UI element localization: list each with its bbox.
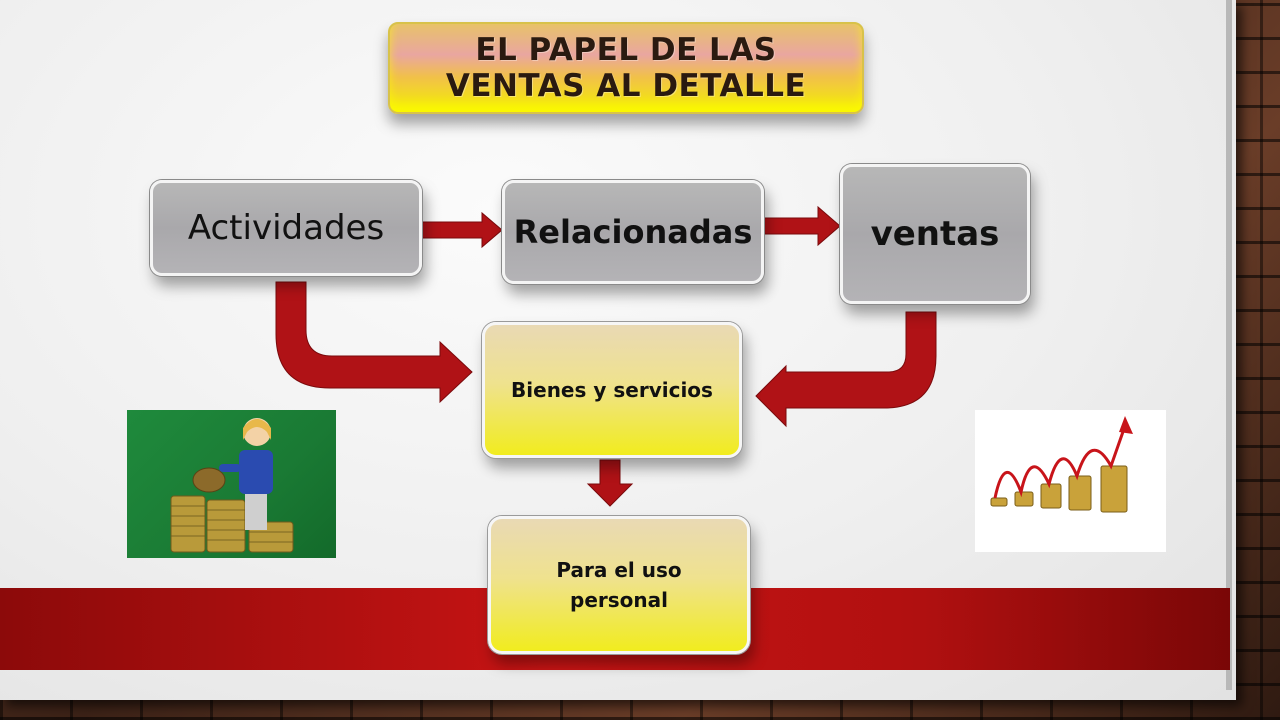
box-actividades: Actividades [150, 180, 422, 276]
coin-figure-photo [127, 410, 336, 558]
title-line-1: EL PAPEL DE LAS [475, 32, 777, 68]
box-relacionadas-label: Relacionadas [513, 213, 753, 251]
arrow-actividades-to-bienes [275, 281, 473, 404]
box-para-el-uso-personal: Para el uso personal [488, 516, 750, 654]
arrow-relacionadas-to-ventas [763, 205, 841, 247]
coin-figure-illustration [170, 418, 294, 553]
arrow-bienes-to-uso [586, 459, 634, 507]
slide-edge [1226, 0, 1232, 690]
box-bienes-y-servicios: Bienes y servicios [482, 322, 742, 458]
box-bienes-label: Bienes y servicios [511, 378, 713, 402]
title-line-2: VENTAS AL DETALLE [445, 68, 807, 104]
arrow-actividades-to-relacionadas [419, 211, 503, 249]
title-banner: EL PAPEL DE LAS VENTAS AL DETALLE [388, 22, 864, 114]
box-uso-line-1: Para el uso [556, 558, 682, 582]
box-relacionadas: Relacionadas [502, 180, 764, 284]
arrow-ventas-to-bienes [755, 311, 937, 428]
box-ventas-label: ventas [870, 214, 1000, 254]
rising-coins-chart-photo [975, 410, 1166, 552]
slide-title: EL PAPEL DE LAS VENTAS AL DETALLE [446, 32, 806, 104]
box-actividades-label: Actividades [187, 208, 385, 248]
box-ventas: ventas [840, 164, 1030, 304]
rising-coins-illustration [990, 416, 1133, 513]
box-uso-line-2: personal [570, 588, 668, 612]
